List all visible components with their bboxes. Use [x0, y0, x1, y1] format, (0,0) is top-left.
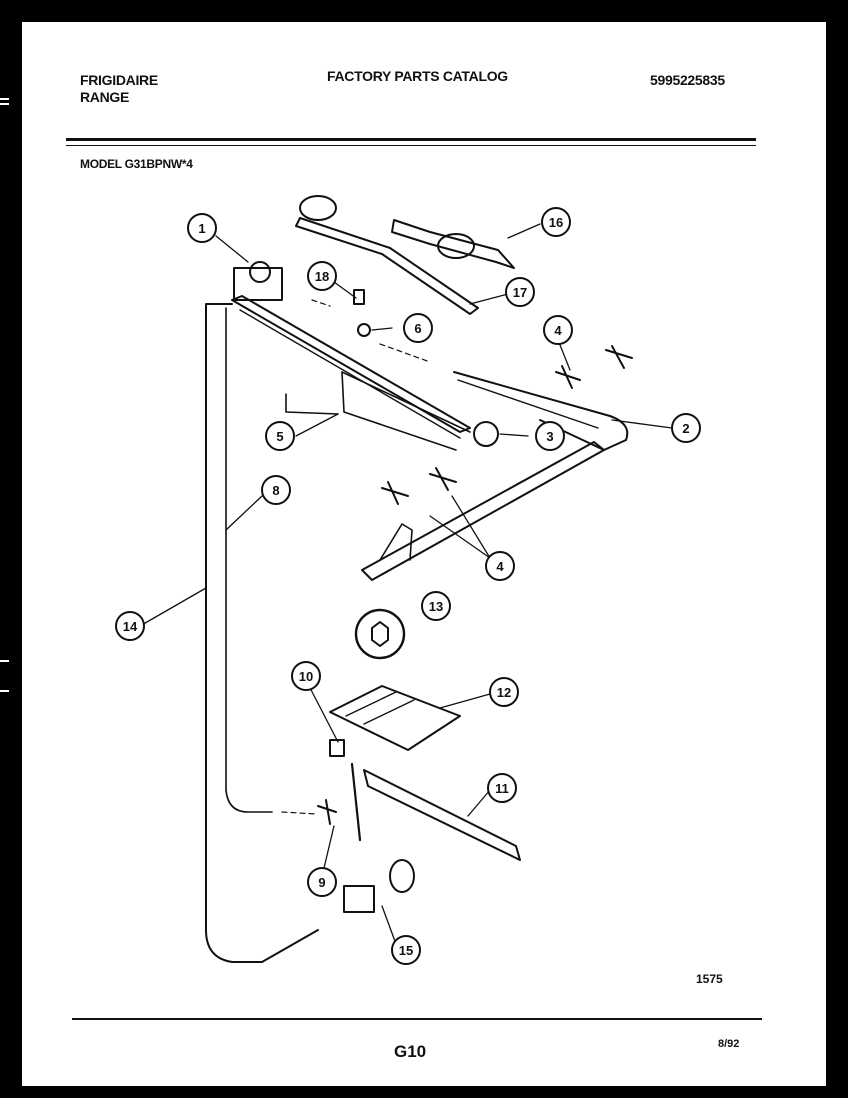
- callout-label: 1: [198, 221, 205, 236]
- dashed-guide: [281, 811, 317, 815]
- callout-bubble: [487, 773, 517, 803]
- callout-label: 3: [546, 429, 553, 444]
- callout-label: 4: [554, 323, 562, 338]
- callout-group: 1 18 16 17 6 4 2 3 5 8 4 13 14 10 12 11 9 15: [115, 207, 701, 965]
- valve-4-upper: [555, 345, 633, 389]
- valve-9: [317, 799, 337, 825]
- burner-rail: [361, 441, 605, 581]
- callout-bubble: [541, 207, 571, 237]
- rail-bracket: [379, 523, 413, 561]
- baffle-ribs: [345, 691, 415, 725]
- thermostat-body: [233, 267, 283, 301]
- callout-bubble: [671, 413, 701, 443]
- callout-leaders: [139, 223, 673, 945]
- scan-edge-mark: [0, 103, 9, 105]
- oven-burner-nut: [371, 621, 389, 647]
- scan-edge-mark: [0, 690, 9, 692]
- burner-head-17: [299, 195, 337, 221]
- catalog-title: FACTORY PARTS CATALOG: [327, 68, 508, 84]
- callout-bubble: [489, 677, 519, 707]
- callout-label: 11: [495, 781, 509, 796]
- valve-3: [473, 421, 499, 447]
- callout-bubble: [265, 421, 295, 451]
- oven-pilot-tube: [350, 762, 362, 842]
- callout-bubble: [535, 421, 565, 451]
- model-number: MODEL G31BPNW*4: [80, 157, 193, 171]
- callout-label: 4: [496, 559, 504, 574]
- manifold-tube-2-edge: [457, 379, 599, 429]
- manifold-tube-2: [453, 371, 629, 451]
- callout-bubble: [421, 591, 451, 621]
- callout-bubble: [307, 261, 337, 291]
- product-type: RANGE: [80, 89, 130, 105]
- callout-label: 6: [414, 321, 421, 336]
- valve-4-lower: [381, 467, 457, 505]
- callout-bubble: [115, 611, 145, 641]
- oven-burner-tube: [363, 769, 521, 861]
- manifold-bracket: [341, 371, 471, 451]
- callout-bubble: [505, 277, 535, 307]
- callout-label: 17: [513, 285, 527, 300]
- callout-bubble: [261, 475, 291, 505]
- callout-bubble: [187, 213, 217, 243]
- callout-label: 13: [429, 599, 443, 614]
- callout-label: 10: [299, 669, 313, 684]
- callout-label: 9: [318, 875, 325, 890]
- pilot-tubing: [205, 303, 319, 963]
- regulator-knob: [389, 859, 415, 893]
- oven-burner-cap: [354, 608, 406, 660]
- footer-rule: [72, 1018, 762, 1020]
- manifold-pipe: [231, 295, 471, 433]
- callout-bubble: [307, 867, 337, 897]
- callout-bubble: [291, 661, 321, 691]
- header-rule-thin: [66, 145, 756, 146]
- illustration-reference: 1575: [696, 972, 723, 986]
- callout-label: 12: [497, 685, 511, 700]
- callout-bubble: [485, 551, 515, 581]
- catalog-sheet: FRIGIDAIRE RANGE FACTORY PARTS CATALOG 5…: [22, 22, 826, 1086]
- callout-label: 5: [276, 429, 283, 444]
- header-rule: [66, 138, 756, 141]
- burner-tube-16: [391, 219, 515, 269]
- callout-bubble: [403, 313, 433, 343]
- scan-edge-mark: [0, 660, 9, 662]
- callout-label: 15: [399, 943, 413, 958]
- regulator-body: [343, 885, 375, 913]
- brand-name: FRIGIDAIRE: [80, 72, 158, 88]
- thermostat-knob: [249, 261, 271, 283]
- baffle-plate: [329, 685, 461, 751]
- fitting-6: [357, 323, 371, 337]
- page-id: G10: [394, 1042, 427, 1061]
- callout-label: 16: [549, 215, 563, 230]
- callout-label: 8: [272, 483, 279, 498]
- callout-label: 18: [315, 269, 329, 284]
- bracket-10: [329, 739, 345, 757]
- burner-tube-17: [295, 217, 479, 315]
- callout-bubble: [543, 315, 573, 345]
- dashed-guides: [311, 299, 431, 363]
- burner-head-16: [437, 233, 475, 259]
- manifold-edge: [239, 309, 461, 439]
- brand-block: FRIGIDAIRE RANGE: [80, 72, 158, 106]
- print-date: 8/92: [718, 1038, 740, 1050]
- scan-edge-mark: [0, 98, 9, 100]
- catalog-number: 5995225835: [650, 72, 725, 88]
- tubing-inner: [225, 307, 273, 813]
- callout-label: 2: [682, 421, 689, 436]
- callout-label: 14: [123, 619, 138, 634]
- fitting-5: [285, 393, 339, 415]
- callout-bubble: [391, 935, 421, 965]
